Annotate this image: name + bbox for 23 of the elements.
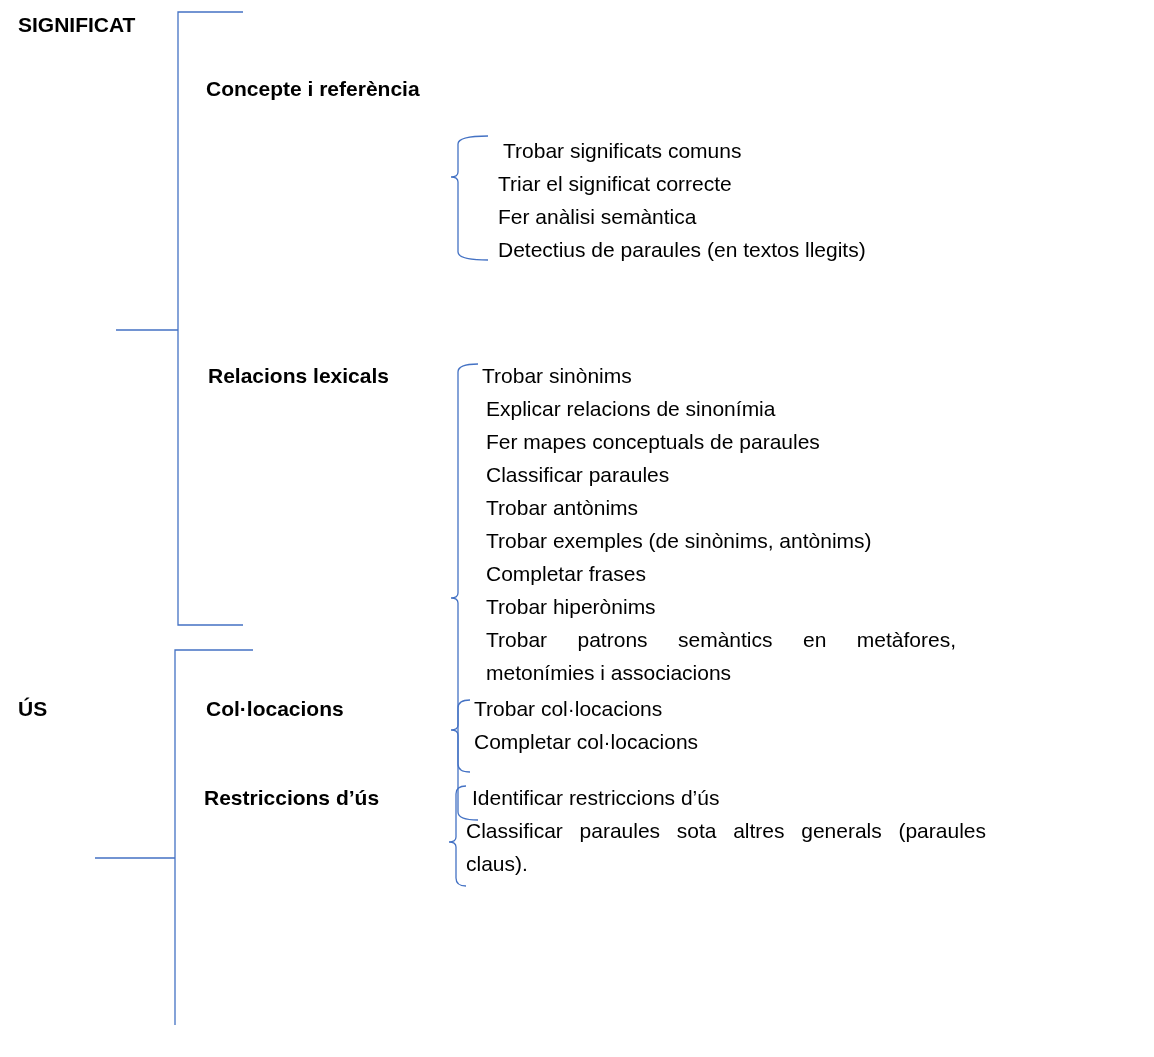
- list-item: Detectius de paraules (en textos llegits): [498, 237, 866, 263]
- list-item: Fer mapes conceptuals de paraules: [486, 429, 820, 455]
- subheading: Relacions lexicals: [208, 363, 389, 389]
- list-item: Trobar significats comuns: [503, 138, 742, 164]
- list-item: Completar col·locacions: [474, 729, 699, 755]
- list-item: Trobar antònims: [486, 495, 639, 521]
- section-heading: SIGNIFICAT: [18, 12, 136, 38]
- list-item: Trobar patrons semàntics en metàfores, metonímies i associacions: [486, 627, 956, 686]
- list-item: Triar el significat correcte: [498, 171, 732, 197]
- list-item: Completar frases: [486, 561, 646, 587]
- subheading: Concepte i referència: [206, 76, 420, 102]
- section-heading: ÚS: [18, 696, 48, 722]
- list-item: Trobar hiperònims: [486, 594, 656, 620]
- list-item: Trobar sinònims: [482, 363, 632, 389]
- list-item: Trobar exemples (de sinònims, antònims): [486, 528, 872, 554]
- list-item: Fer anàlisi semàntica: [498, 204, 697, 230]
- subheading: Restriccions d’ús: [204, 785, 380, 811]
- list-item: Identificar restriccions d’ús: [472, 785, 720, 811]
- list-item: Classificar paraules sota altres generals (paraules claus).: [466, 818, 986, 877]
- list-item: Trobar col·locacions: [474, 696, 663, 722]
- list-item: Classificar paraules: [486, 462, 670, 488]
- list-item: Explicar relacions de sinonímia: [486, 396, 776, 422]
- subheading: Col·locacions: [206, 696, 344, 722]
